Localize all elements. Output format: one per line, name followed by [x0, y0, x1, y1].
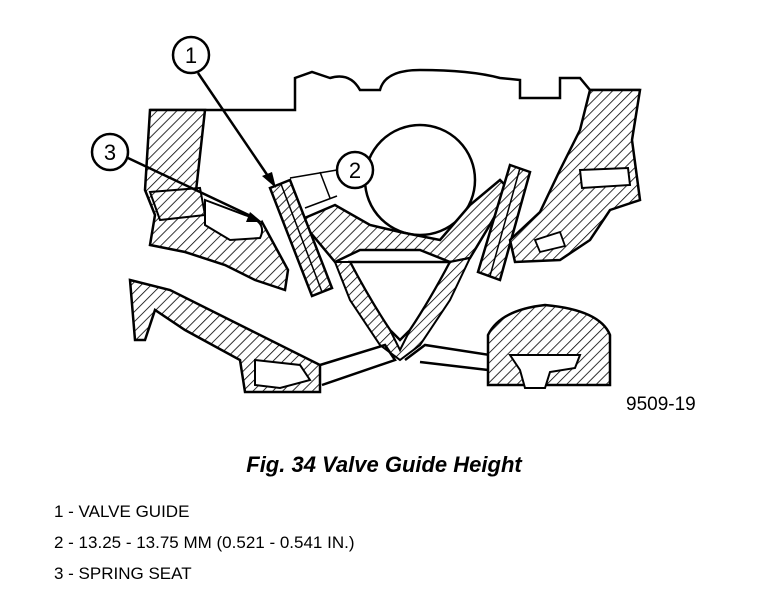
right-port-slot [578, 166, 632, 190]
callout-2-dim-lower [304, 195, 338, 209]
legend-item-dimension: 2 - 13.25 - 13.75 MM (0.521 - 0.541 IN.) [54, 533, 355, 552]
figure-id: 9509-19 [626, 394, 696, 415]
head-top-outline [150, 68, 640, 112]
callout-1-label: 1 [185, 43, 197, 68]
legend-item-spring-seat: 3 - SPRING SEAT [54, 564, 192, 583]
callout-3-circle [90, 132, 130, 172]
lower-tie-left [319, 343, 397, 387]
figure-caption: Fig. 34 Valve Guide Height [246, 452, 522, 477]
right-guide-edge [489, 167, 521, 277]
lower-tie-right [404, 343, 492, 372]
lower-left-pocket [254, 358, 312, 390]
cylinder-head-diagram: 1 2 3 [90, 35, 642, 394]
callout-3-label: 3 [104, 140, 116, 165]
spring-seat-pocket [204, 198, 264, 242]
left-port-slot [148, 186, 207, 222]
callout-1-circle [171, 35, 211, 75]
right-small-slot [533, 230, 567, 254]
right-valve-guide [476, 163, 532, 282]
callout-3-leader [127, 156, 256, 220]
callout-2-dim-upper [289, 169, 338, 179]
left-guide-edge [280, 183, 323, 293]
right-wall [508, 88, 642, 264]
callout-1-leader [196, 72, 274, 183]
callout-2-dim-side [319, 171, 331, 199]
legend: 1 - VALVE GUIDE 2 - 13.25 - 13.75 MM (0.… [54, 496, 354, 589]
legend-item-valve-guide: 1 - VALVE GUIDE [54, 502, 190, 521]
lower-right-pocket [508, 354, 582, 389]
chamber-walls [333, 256, 472, 362]
callout-2-label: 2 [349, 158, 361, 183]
callout-1-arrowhead [262, 172, 276, 188]
callout-3-arrowhead [246, 212, 262, 222]
